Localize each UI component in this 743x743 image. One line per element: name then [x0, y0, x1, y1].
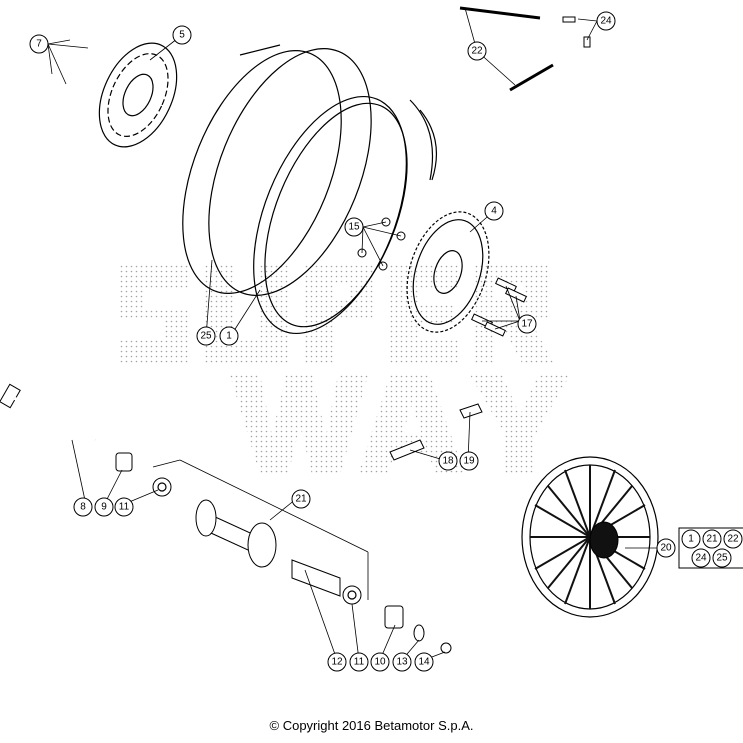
svg-text:8: 8 — [80, 502, 86, 513]
callout-19: 19 — [459, 451, 479, 471]
kit-callout-1: 1 — [681, 529, 701, 549]
svg-text:4: 4 — [491, 206, 497, 217]
callout-5: 5 — [172, 25, 192, 45]
copyright-notice: © Copyright 2016 Betamotor S.p.A. — [269, 718, 474, 733]
kit-callout-24: 24 — [691, 548, 711, 568]
callout-14: 14 — [414, 652, 434, 672]
svg-text:17: 17 — [521, 319, 533, 330]
rim-part — [253, 95, 438, 335]
callout-9: 9 — [94, 497, 114, 517]
callout-8: 8 — [73, 497, 93, 517]
chain-links-part — [389, 403, 483, 461]
callout-1: 1 — [219, 326, 239, 346]
callout-18: 18 — [438, 451, 458, 471]
svg-text:7: 7 — [36, 39, 42, 50]
hub-part — [195, 499, 341, 597]
spokes-part — [459, 6, 591, 92]
svg-text:19: 19 — [463, 456, 475, 467]
callout-22: 22 — [467, 41, 487, 61]
svg-text:22: 22 — [727, 534, 739, 545]
svg-text:24: 24 — [600, 16, 612, 27]
svg-text:12: 12 — [331, 657, 343, 668]
callout-4: 4 — [484, 201, 504, 221]
svg-text:25: 25 — [200, 331, 212, 342]
svg-text:14: 14 — [418, 657, 430, 668]
callout-21: 21 — [291, 489, 311, 509]
svg-text:1: 1 — [688, 534, 694, 545]
callout-7: 7 — [29, 34, 49, 54]
svg-text:13: 13 — [396, 657, 408, 668]
watermark — [120, 265, 570, 475]
sprocket-part — [406, 211, 490, 333]
axle-part — [0, 383, 96, 442]
svg-text:11: 11 — [119, 502, 130, 513]
callout-17: 17 — [517, 314, 537, 334]
callout-25: 25 — [196, 326, 216, 346]
svg-text:22: 22 — [471, 46, 483, 57]
svg-text:20: 20 — [660, 543, 672, 554]
complete-wheel-part — [521, 456, 659, 618]
svg-text:18: 18 — [442, 456, 454, 467]
kit-callout-21: 21 — [702, 529, 722, 549]
tyre-part — [182, 44, 372, 296]
brake-disc-part — [98, 42, 178, 148]
callout-15: 15 — [344, 217, 364, 237]
callout-24: 24 — [596, 11, 616, 31]
svg-text:21: 21 — [706, 534, 718, 545]
svg-text:25: 25 — [716, 553, 728, 564]
kit-callout-25: 25 — [712, 548, 732, 568]
svg-text:15: 15 — [348, 222, 360, 233]
svg-text:24: 24 — [695, 553, 707, 564]
svg-text:21: 21 — [295, 494, 307, 505]
callout-12: 12 — [327, 652, 347, 672]
svg-text:1: 1 — [226, 331, 232, 342]
bearings-spacers-part — [115, 452, 452, 654]
callout-11b: 11 — [349, 652, 369, 672]
svg-text:11: 11 — [354, 657, 365, 668]
svg-text:10: 10 — [374, 657, 386, 668]
callout-10: 10 — [370, 652, 390, 672]
svg-text:9: 9 — [101, 502, 107, 513]
kit-callout-22: 22 — [723, 529, 743, 549]
leader-lines — [47, 7, 669, 661]
svg-text:5: 5 — [179, 30, 185, 41]
callout-20: 20 — [656, 538, 676, 558]
callout-13: 13 — [392, 652, 412, 672]
callout-11: 11 — [114, 497, 134, 517]
